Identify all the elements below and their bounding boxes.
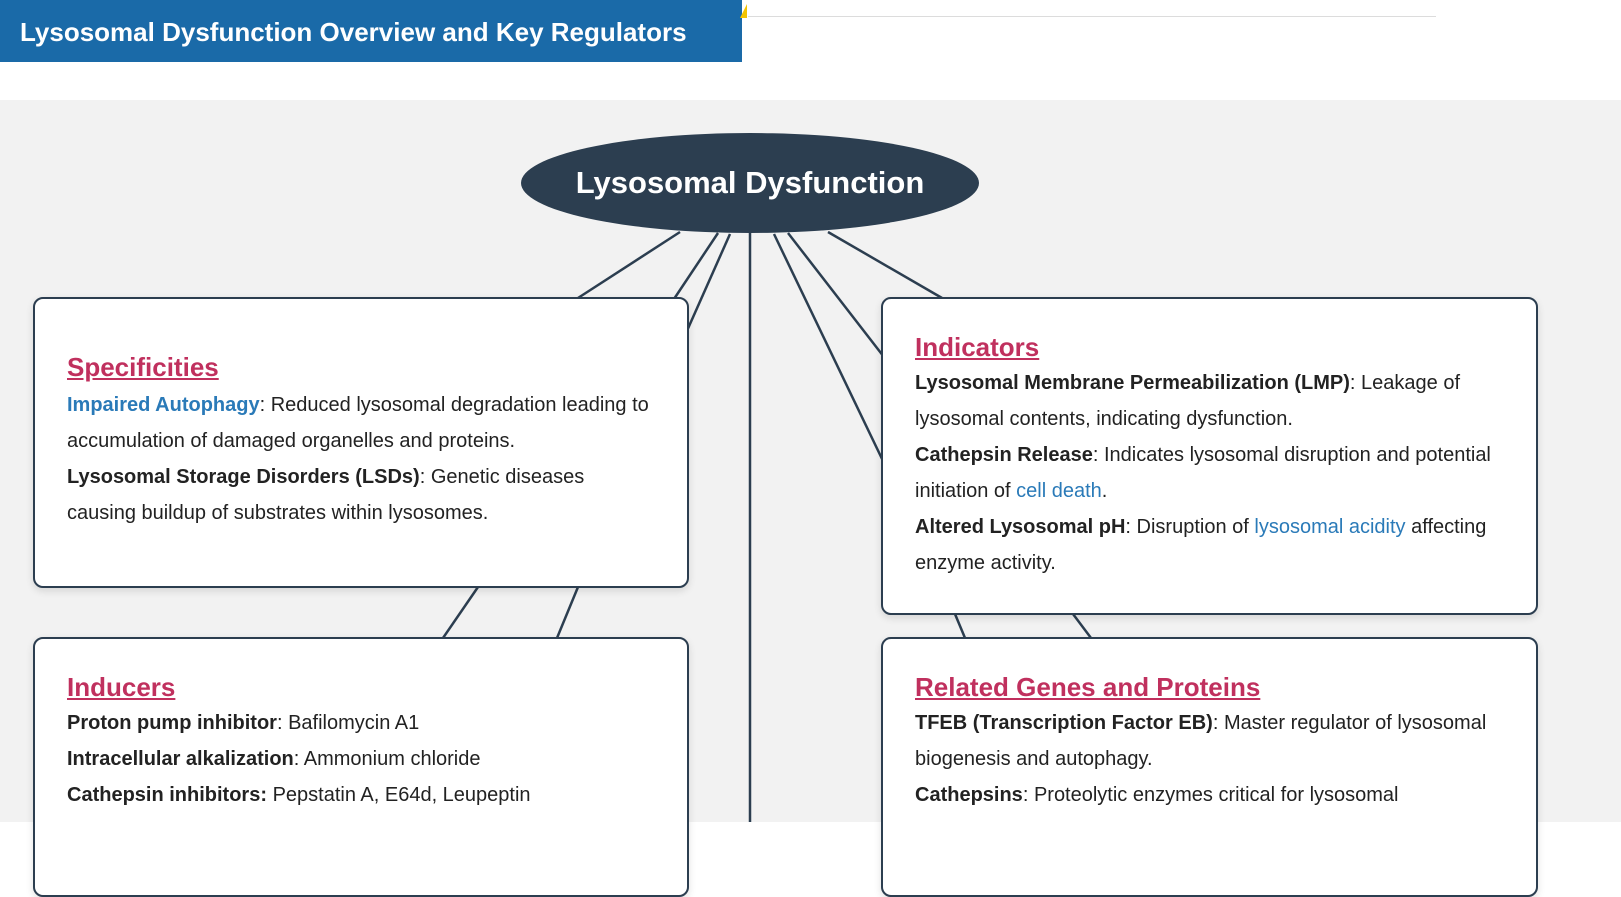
connector-line (1072, 613, 1092, 639)
list-item: Cathepsin inhibitors: Pepstatin A, E64d,… (67, 784, 531, 806)
connector-line (684, 233, 732, 334)
item-term: Proton pump inhibitor (67, 712, 277, 734)
list-item: Altered Lysosomal pH: Disruption of lyso… (915, 516, 1487, 574)
item-term: TFEB (Transcription Factor EB) (915, 712, 1213, 734)
inducers-card: Inducers Proton pump inhibitor: Bafilomy… (33, 637, 689, 897)
header-accent (740, 4, 747, 18)
list-item: Proton pump inhibitor: Bafilomycin A1 (67, 712, 420, 734)
connector-line (772, 233, 886, 464)
connector-line (953, 613, 967, 639)
connector-line (787, 232, 885, 358)
connector-line (555, 586, 580, 639)
related-genes-heading: Related Genes and Proteins (915, 672, 1261, 702)
item-term: Lysosomal Membrane Permeabilization (LMP… (915, 372, 1350, 394)
item-term: Lysosomal Storage Disorders (LSDs) (67, 466, 420, 488)
item-term: Cathepsins (915, 784, 1023, 806)
inducers-heading: Inducers (67, 672, 176, 702)
list-item: Cathepsins: Proteolytic enzymes critical… (915, 784, 1399, 806)
item-term: Cathepsin Release (915, 444, 1093, 466)
connector-lines (441, 230, 1092, 822)
connector-line (827, 230, 943, 300)
page-title: Lysosomal Dysfunction Overview and Key R… (0, 0, 742, 62)
specificities-heading: Specificities (67, 352, 219, 382)
central-node-label: Lysosomal Dysfunction (575, 165, 925, 200)
specificities-card: Specificities Impaired Autophagy: Reduce… (33, 297, 689, 588)
list-item: Lysosomal Storage Disorders (LSDs): Gene… (67, 466, 585, 524)
list-item: Intracellular alkalization: Ammonium chl… (67, 748, 481, 770)
item-term: Altered Lysosomal pH (915, 516, 1126, 538)
central-node: Lysosomal Dysfunction (521, 133, 979, 233)
indicators-heading: Indicators (915, 332, 1040, 362)
item-term: Cathepsin inhibitors: (67, 784, 267, 806)
connector-line (670, 232, 720, 303)
item-term: Intracellular alkalization (67, 748, 294, 770)
list-item: Impaired Autophagy: Reduced lysosomal de… (67, 394, 649, 452)
connector-line (577, 230, 681, 300)
related-genes-card: Related Genes and Proteins TFEB (Transcr… (881, 637, 1538, 897)
connector-line (441, 586, 480, 639)
cell-death-link[interactable]: cell death (1016, 480, 1102, 502)
list-item: TFEB (Transcription Factor EB): Master r… (915, 712, 1487, 770)
list-item: Cathepsin Release: Indicates lysosomal d… (915, 444, 1491, 502)
lysosomal-acidity-link[interactable]: lysosomal acidity (1254, 516, 1406, 538)
list-item: Lysosomal Membrane Permeabilization (LMP… (915, 372, 1461, 430)
impaired-autophagy-link[interactable]: Impaired Autophagy (67, 394, 260, 416)
indicators-card: Indicators Lysosomal Membrane Permeabili… (881, 297, 1538, 615)
header-divider (748, 16, 1436, 17)
